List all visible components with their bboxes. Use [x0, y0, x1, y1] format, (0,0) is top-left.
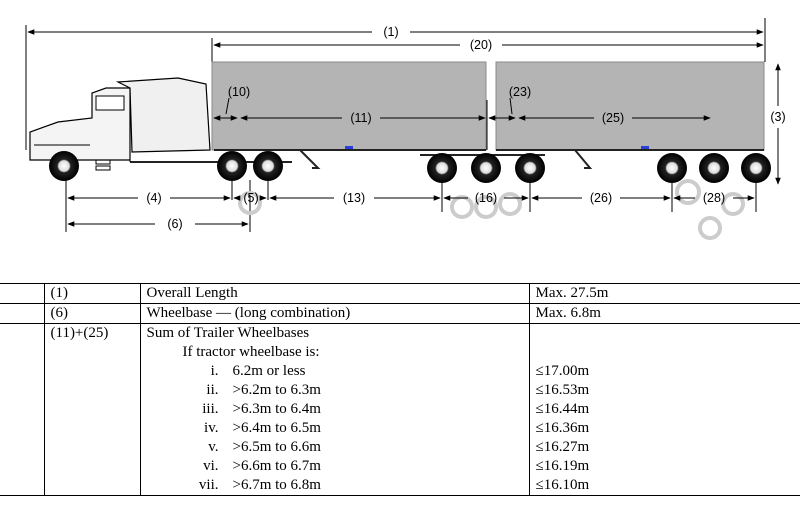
row-ref: (6)	[43, 303, 141, 324]
dim-label-16: (16)	[475, 191, 497, 205]
list-item: i. 6.2m or less	[147, 362, 523, 381]
row-limit: ≤17.00m ≤16.53m ≤16.44m ≤16.36m ≤16.27m …	[528, 323, 800, 496]
item-range: >6.5m to 6.6m	[232, 439, 321, 455]
list-item: v. >6.5m to 6.6m	[147, 438, 523, 457]
table-row: (1) Overall Length Max. 27.5m	[0, 283, 800, 304]
sum-title: Sum of Trailer Wheelbases	[146, 325, 310, 341]
item-number: iv.	[204, 420, 219, 436]
dim-label-10: (10)	[228, 85, 250, 99]
row-ref: (11)+(25)	[43, 323, 141, 496]
item-number: v.	[208, 439, 219, 455]
spec-table: (1) Overall Length Max. 27.5m (6) Wheelb…	[0, 283, 800, 496]
dim-label-25: (25)	[602, 111, 624, 125]
dimension-labels: (1) (20) (3) (10) (11) (23) (25) (4) (5)…	[146, 25, 785, 231]
rear-trailer-wheel-3	[741, 153, 771, 183]
dim-label-20: (20)	[470, 38, 492, 52]
list-item: iii. >6.3m to 6.4m	[147, 400, 523, 419]
row-desc: Overall Length	[139, 283, 530, 304]
item-range: >6.3m to 6.4m	[232, 401, 321, 417]
rear-trailer	[495, 61, 765, 151]
item-range: >6.2m to 6.3m	[232, 382, 321, 398]
tractor	[29, 77, 211, 171]
list-item: ii. >6.2m to 6.3m	[147, 381, 523, 400]
row-desc: Wheelbase — (long combination)	[139, 303, 530, 324]
lead-trailer	[211, 61, 487, 151]
wheel-shadows	[238, 179, 745, 240]
dim-label-28: (28)	[703, 191, 725, 205]
condition-heading: If tractor wheelbase is:	[182, 344, 320, 360]
list-item: iv. >6.4m to 6.5m	[147, 419, 523, 438]
dim-label-1: (1)	[383, 25, 398, 39]
item-number: iii.	[202, 401, 219, 417]
item-limit: ≤16.27m	[535, 439, 590, 455]
item-limit: ≤16.53m	[535, 382, 590, 398]
dim-label-13: (13)	[343, 191, 365, 205]
item-range: >6.6m to 6.7m	[232, 458, 321, 474]
item-number: ii.	[206, 382, 219, 398]
lead-trailer-wheel-2	[471, 153, 501, 183]
dim-label-6: (6)	[167, 217, 182, 231]
list-item: vi. >6.6m to 6.7m	[147, 457, 523, 476]
item-limit: ≤16.10m	[535, 477, 590, 493]
dim-label-4: (4)	[146, 191, 161, 205]
dim-label-23: (23)	[509, 85, 531, 99]
item-limit: ≤17.00m	[535, 363, 590, 379]
table-row: (11)+(25) Sum of Trailer Wheelbases If t…	[0, 323, 800, 496]
wheels	[49, 151, 771, 183]
dim-label-5: (5)	[243, 191, 258, 205]
table-cell-blank	[0, 323, 45, 496]
dim-label-11: (11)	[350, 111, 371, 125]
item-range: 6.2m or less	[232, 363, 306, 379]
item-limit: ≤16.36m	[535, 420, 590, 436]
table-cell-blank	[0, 303, 45, 324]
item-number: vi.	[203, 458, 219, 474]
row-limit: Max. 27.5m	[528, 283, 800, 304]
table-row: (6) Wheelbase — (long combination) Max. …	[0, 303, 800, 324]
b-train-diagram: (1) (20) (3) (10) (11) (23) (25) (4) (5)…	[25, 18, 786, 240]
rear-trailer-wheel-1	[657, 153, 687, 183]
rear-trailer-light	[641, 146, 649, 149]
row-desc: Sum of Trailer Wheelbases If tractor whe…	[139, 323, 530, 496]
drive-wheel-2	[253, 151, 283, 181]
item-range: >6.7m to 6.8m	[232, 477, 321, 493]
lead-trailer-wheel-3	[515, 153, 545, 183]
item-number: vii.	[198, 477, 219, 493]
steer-wheel	[49, 151, 79, 181]
drive-wheel-1	[217, 151, 247, 181]
list-item: vii. >6.7m to 6.8m	[147, 476, 523, 495]
dim-label-3: (3)	[770, 110, 785, 124]
item-range: >6.4m to 6.5m	[232, 420, 321, 436]
rear-trailer-wheel-2	[699, 153, 729, 183]
leader-lines	[225, 97, 513, 115]
item-number: i.	[210, 363, 219, 379]
item-limit: ≤16.19m	[535, 458, 590, 474]
lead-trailer-light	[345, 146, 353, 149]
row-ref: (1)	[43, 283, 141, 304]
item-limit: ≤16.44m	[535, 401, 590, 417]
dimension-lines	[27, 29, 781, 227]
table-cell-blank	[0, 283, 45, 304]
row-limit: Max. 6.8m	[528, 303, 800, 324]
lead-trailer-wheel-1	[427, 153, 457, 183]
dim-label-26: (26)	[590, 191, 612, 205]
